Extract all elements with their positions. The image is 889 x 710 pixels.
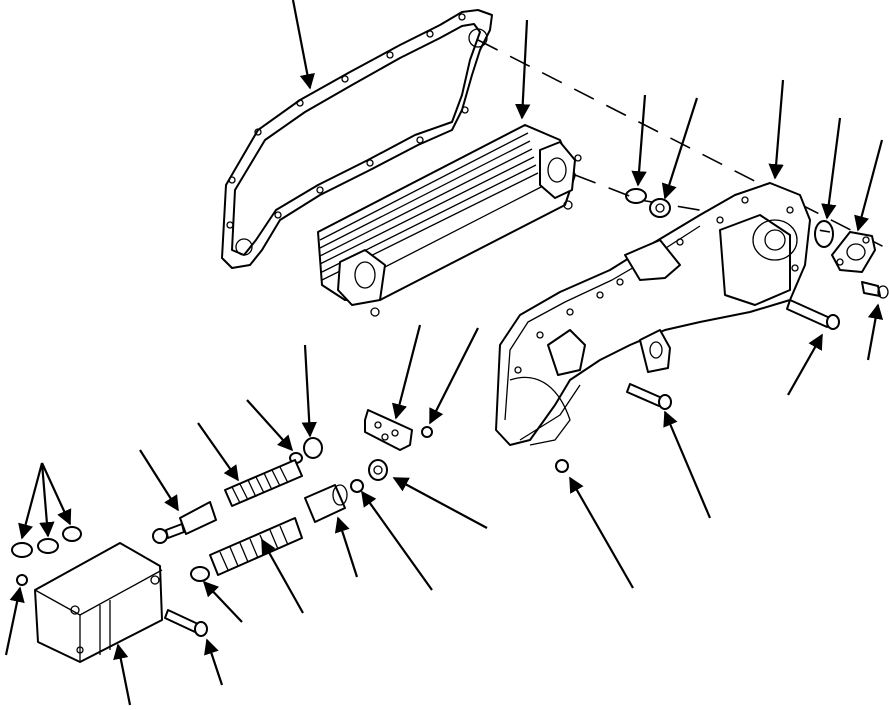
housing-bolt [786,299,840,330]
flange-o-ring [814,220,834,248]
mounting-plate [364,409,413,451]
o-ring-lower [190,479,364,582]
cooler-cover-gasket [221,9,493,269]
plug-upper [649,198,671,218]
oil-cooler-core [317,124,582,317]
valve-plunger-lower [304,484,348,523]
valve-bolt [152,523,185,544]
leader-arrows [4,0,884,706]
valve-plunger-upper [179,501,217,535]
valve-plug [303,437,323,459]
flange-bolt [861,281,889,299]
small-washer [16,574,28,586]
valve-spring-upper [224,459,303,507]
oil-cooler-cover-housing [495,182,811,446]
water-flange [831,231,876,273]
valve-spring-lower [209,517,303,576]
plate-screw [421,426,433,438]
o-ring-set [11,526,82,558]
housing-bolt-lower [626,383,672,410]
filter-head-bolt [164,609,208,637]
housing-bolt-short [555,459,569,473]
o-ring-upper [625,188,647,204]
valve-plug-lower [368,459,388,481]
filter-head [34,542,163,663]
